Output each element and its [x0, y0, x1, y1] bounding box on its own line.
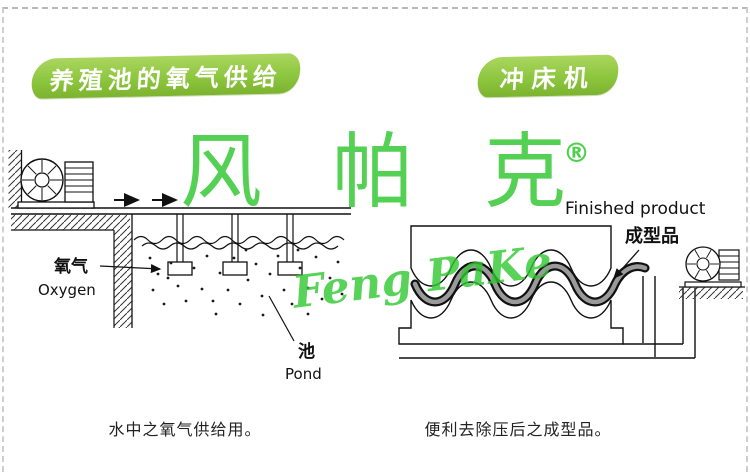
ground-hatch [11, 214, 133, 328]
finished-product-pointer-arrow [613, 249, 640, 279]
oxygen-pointer-arrow [99, 264, 162, 274]
banner-aquaculture-label: 养殖池的氧气供给 [48, 62, 283, 95]
finished-product-label-cn: 成型品 [625, 225, 679, 247]
lower-die [398, 281, 624, 345]
aquaculture-caption: 水中之氧气供给用。 [108, 420, 262, 439]
upper-die [410, 225, 612, 287]
bubbles [148, 248, 344, 317]
blower-icon [679, 246, 745, 299]
blower-icon [17, 158, 95, 209]
banner-aquaculture: 养殖池的氧气供给 [30, 53, 302, 99]
punch-press-caption: 便利去除压后之成型品。 [424, 420, 612, 439]
water-surface [133, 235, 345, 250]
diffuser-pipes [167, 214, 303, 276]
punch-press-diagram: Finished product 成型品 [398, 199, 745, 359]
banner-punch-press: 冲床机 [476, 54, 620, 98]
air-pipe [11, 207, 351, 215]
oxygen-label-cn: 氧气 [53, 256, 88, 277]
aquaculture-diagram: 氧气 Oxygen 池 Pond [8, 150, 351, 383]
pond-pointer-line [268, 295, 295, 342]
oxygen-label-en: Oxygen [38, 281, 96, 299]
formed-sheet [410, 261, 650, 307]
pond-label-en: Pond [285, 365, 322, 383]
registered-trademark-icon: ® [563, 138, 590, 169]
finished-product-label-en: Finished product [565, 199, 706, 219]
banner-punch-press-label: 冲床机 [498, 63, 597, 94]
pond-label-cn: 池 [298, 341, 315, 362]
left-wall-hatch [8, 150, 23, 208]
